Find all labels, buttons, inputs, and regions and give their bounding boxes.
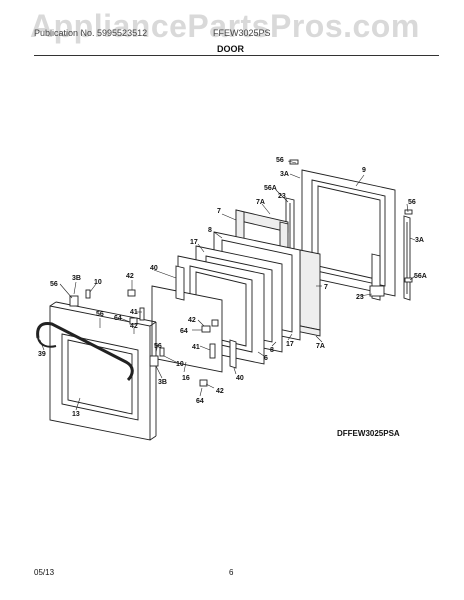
callout-3a-right: 3A: [415, 237, 424, 244]
callout-3a: 3A: [280, 171, 289, 178]
callout-40-bottom: 40: [236, 375, 244, 382]
callout-56-left: 56: [50, 281, 58, 288]
callout-40: 40: [150, 265, 158, 272]
callout-42: 42: [126, 273, 134, 280]
footer-date: 05/13: [34, 568, 55, 577]
outer-door-panel-13: [49, 301, 157, 441]
section-title: DOOR: [217, 44, 244, 54]
callout-64: 64: [114, 315, 122, 322]
callout-10: 10: [94, 279, 102, 286]
door-handle-39: [36, 322, 134, 382]
callout-41-right: 41: [192, 344, 200, 351]
callout-labels: 56 3A 9 56A 23 7A 7 8 17 56 3A 56A 23 7 …: [38, 157, 427, 418]
callout-56a: 56A: [264, 185, 277, 192]
hardware-parts: [69, 159, 413, 387]
callout-23: 23: [278, 193, 286, 200]
callout-56-mid: 56: [96, 311, 104, 318]
callout-8: 8: [208, 227, 212, 234]
callout-7a: 7A: [256, 199, 265, 206]
callout-56-lower: 56: [154, 343, 162, 350]
callout-7: 7: [217, 208, 221, 215]
callout-41: 41: [130, 309, 138, 316]
callout-3b: 3B: [72, 275, 81, 282]
callout-39: 39: [38, 351, 46, 358]
callout-10-lower: 10: [176, 361, 184, 368]
callout-17: 17: [190, 239, 198, 246]
model-number: FFEW3025PS: [213, 28, 271, 38]
callout-7a-bottom: 7A: [316, 343, 325, 350]
header-rule: [34, 55, 439, 56]
callout-56-right: 56: [408, 199, 416, 206]
page-number: 6: [229, 568, 234, 577]
watermark: AppliancePartsPros.com: [30, 8, 420, 44]
callout-6: 6: [264, 355, 268, 362]
middle-glass-16: [151, 285, 223, 373]
callout-8-bottom: 8: [270, 347, 274, 354]
callout-7-right: 7: [324, 284, 328, 291]
callout-64-bottom: 64: [196, 398, 204, 405]
callout-17-bottom: 17: [286, 341, 294, 348]
callout-42-bottom: 42: [216, 388, 224, 395]
leader-lines: [39, 160, 416, 411]
callout-13: 13: [72, 411, 80, 418]
callout-42-left: 42: [130, 323, 138, 330]
side-trim-40: [175, 265, 237, 369]
callout-3b-lower: 3B: [158, 379, 167, 386]
callout-42-right: 42: [188, 317, 196, 324]
diagram-model-code: DFFEW3025PSA: [337, 429, 400, 438]
publication-number: Publication No. 5995523512: [34, 28, 148, 38]
callout-16: 16: [182, 375, 190, 382]
callout-56a-right: 56A: [414, 273, 427, 280]
callout-64-right: 64: [180, 328, 188, 335]
callout-9: 9: [362, 167, 366, 174]
callout-56: 56: [276, 157, 284, 164]
callout-23-right: 23: [356, 294, 364, 301]
